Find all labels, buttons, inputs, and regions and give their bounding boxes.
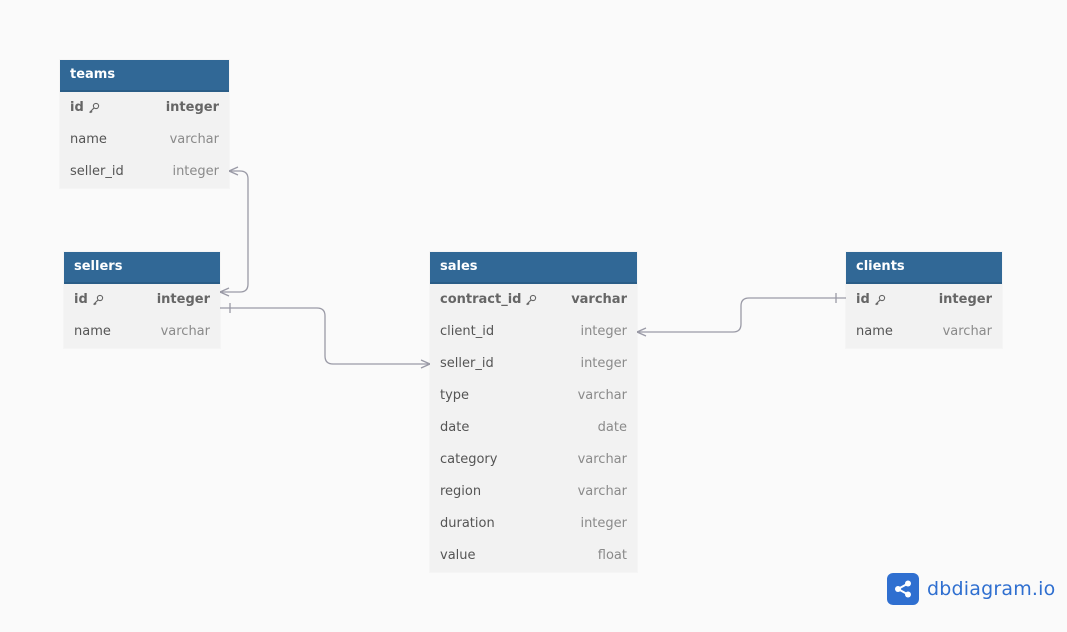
field-type: varchar <box>169 132 219 147</box>
field-type: varchar <box>577 484 627 499</box>
brand-logo[interactable]: dbdiagram.io <box>887 573 1055 605</box>
field-row[interactable]: seller_id integer <box>60 156 229 188</box>
field-row[interactable]: id integer <box>64 284 220 316</box>
field-type: varchar <box>571 292 627 307</box>
table-header[interactable]: sales <box>430 252 637 284</box>
table-header[interactable]: teams <box>60 60 229 92</box>
field-type: integer <box>172 164 219 179</box>
table-sellers[interactable]: sellers id integer name varchar <box>64 252 220 348</box>
field-type: varchar <box>577 388 627 403</box>
field-name: value <box>440 548 476 563</box>
key-icon <box>874 294 885 306</box>
field-row[interactable]: region varchar <box>430 476 637 508</box>
field-row[interactable]: name varchar <box>846 316 1002 348</box>
field-name: client_id <box>440 324 495 339</box>
field-type: float <box>597 548 627 563</box>
field-type: integer <box>580 324 627 339</box>
field-type: varchar <box>577 452 627 467</box>
edge-sellers-sales[interactable] <box>220 303 431 369</box>
field-row[interactable]: id integer <box>846 284 1002 316</box>
table-header[interactable]: sellers <box>64 252 220 284</box>
field-name: region <box>440 484 482 499</box>
field-type: integer <box>165 100 219 115</box>
field-row[interactable]: name varchar <box>60 124 229 156</box>
field-name: id <box>70 100 84 115</box>
field-type: integer <box>938 292 992 307</box>
key-icon <box>526 294 537 306</box>
field-row[interactable]: duration integer <box>430 508 637 540</box>
field-name: id <box>856 292 870 307</box>
field-type: integer <box>580 356 627 371</box>
field-row[interactable]: seller_id integer <box>430 348 637 380</box>
table-clients[interactable]: clients id integer name varchar <box>846 252 1002 348</box>
share-nodes-icon <box>887 573 919 605</box>
field-name: name <box>856 324 893 339</box>
table-sales[interactable]: sales contract_id varchar client_id inte… <box>430 252 637 572</box>
field-name: contract_id <box>440 292 522 307</box>
field-row[interactable]: date date <box>430 412 637 444</box>
field-name: name <box>74 324 111 339</box>
field-name: seller_id <box>440 356 494 371</box>
edge-sales-clients[interactable] <box>636 293 846 337</box>
field-name: seller_id <box>70 164 124 179</box>
field-type: integer <box>156 292 210 307</box>
field-row[interactable]: value float <box>430 540 637 572</box>
table-teams[interactable]: teams id integer name varchar seller_id … <box>60 60 229 188</box>
field-row[interactable]: type varchar <box>430 380 637 412</box>
table-header[interactable]: clients <box>846 252 1002 284</box>
field-name: id <box>74 292 88 307</box>
key-icon <box>92 294 103 306</box>
field-name: category <box>440 452 498 467</box>
field-type: varchar <box>942 324 992 339</box>
field-row[interactable]: category varchar <box>430 444 637 476</box>
field-type: varchar <box>160 324 210 339</box>
brand-name: dbdiagram.io <box>927 578 1056 600</box>
field-name: name <box>70 132 107 147</box>
field-type: date <box>597 420 627 435</box>
field-row[interactable]: client_id integer <box>430 316 637 348</box>
field-row[interactable]: id integer <box>60 92 229 124</box>
field-type: integer <box>580 516 627 531</box>
field-row[interactable]: contract_id varchar <box>430 284 637 316</box>
field-name: type <box>440 388 470 403</box>
key-icon <box>88 102 99 114</box>
field-name: duration <box>440 516 495 531</box>
field-name: date <box>440 420 470 435</box>
field-row[interactable]: name varchar <box>64 316 220 348</box>
